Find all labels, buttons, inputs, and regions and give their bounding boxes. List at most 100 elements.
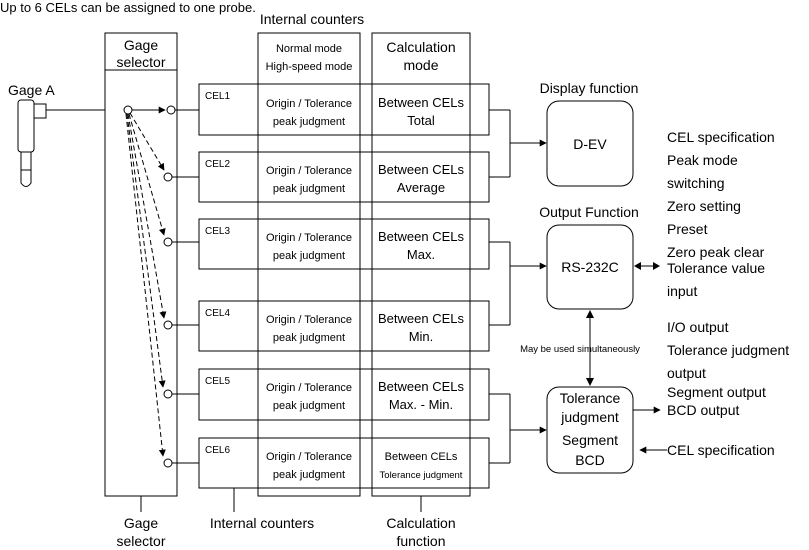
cel-id: CEL1 [205,91,230,102]
internal-counters-title: Internal counters [260,11,364,27]
right-list-1: CEL specification Peak mode switching Ze… [667,129,775,299]
cel-origin-1: Origin / Tolerance [266,314,352,326]
cel-id: CEL5 [205,376,230,387]
cel-origin-2: peak judgment [273,116,345,128]
list-item: input [667,283,697,299]
cel-id: CEL2 [205,159,230,170]
output-bus [489,109,547,464]
gage-label: Gage A [8,82,55,98]
contact-cel2 [163,172,173,182]
cel-origin-2: peak judgment [273,332,345,344]
cel-calc-1: Between CELs [378,162,464,177]
mode-right-2: mode [403,57,438,73]
gage-body [17,99,35,153]
cel-calc-2: Total [407,113,435,128]
cel-row-6: CEL6 Origin / Tolerance peak judgment Be… [172,437,490,489]
tolerance-box-line-2: judgment [560,409,619,425]
gage-selector-box [104,32,178,497]
list-item: Zero setting [667,198,741,214]
list-item: CEL specification [667,129,775,145]
cel-origin-1: Origin / Tolerance [266,165,352,177]
cel-origin-1: Origin / Tolerance [266,98,352,110]
selector-pivot [123,105,133,115]
list-item: switching [667,175,725,191]
contact-cel1 [166,105,176,115]
cel-calc-1: Between CELs [385,451,458,463]
contact-cel6 [163,458,173,468]
cel-origin-2: peak judgment [273,250,345,262]
cel-calc-2: Average [397,180,445,195]
mode-left-2: High-speed mode [266,61,353,73]
cel-id: CEL3 [205,226,230,237]
selector-label-top-1: Gage [124,37,158,53]
display-function-title: Display function [540,80,639,96]
simultaneous-label: May be used simultaneously [520,344,640,355]
list-item: Segment output [667,384,766,400]
output-function-title: Output Function [539,204,639,220]
list-item: Tolerance value [667,260,765,276]
contact-cel4 [163,320,173,330]
selector-line-cel3 [128,113,166,236]
list-item: Tolerance judgment [667,342,789,358]
cel-calc-1: Between CELs [378,311,464,326]
cel-calc-2: Max. - Min. [389,397,453,412]
contact-cel3 [163,237,173,247]
gage-stem [20,151,32,171]
bottom-calc-function-2: function [396,533,445,549]
cel-calc-1: Between CELs [378,379,464,394]
top-text: Up to 6 CELs can be assigned to one prob… [0,0,256,15]
cel-origin-1: Origin / Tolerance [266,451,352,463]
cel-id: CEL6 [205,445,230,456]
cel-row-4: CEL4 Origin / Tolerance peak judgment Be… [172,300,490,352]
selector-line-cel4 [127,113,167,319]
cel-row-5: CEL5 Origin / Tolerance peak judgment Be… [172,368,490,421]
cel-row-box [198,151,490,203]
cel-origin-2: peak judgment [273,183,345,195]
cel-origin-1: Origin / Tolerance [266,382,352,394]
cel-origin-2: peak judgment [273,400,345,412]
bottom-internal-counters: Internal counters [210,515,314,531]
mode-right-1: Calculation [386,39,455,55]
mode-left-1: Normal mode [276,43,342,55]
gage-connector [33,103,47,119]
selector-switch [123,105,176,468]
cel-row-2: CEL2 Origin / Tolerance peak judgment Be… [172,151,490,203]
right-list-3: CEL specification [667,442,775,458]
selector-label-bottom-1: Gage [124,515,158,531]
cel-calc-2: Tolerance judgment [380,470,463,481]
selector-label-bottom-2: selector [116,533,165,549]
list-item: Zero peak clear [667,244,765,260]
tolerance-box-line-4: BCD [575,452,605,468]
dev-box-label: D-EV [573,136,607,152]
list-item: Preset [667,221,708,237]
rs232c-box [546,224,634,310]
selector-line-cel5 [126,113,166,388]
bottom-calc-function-1: Calculation [386,515,455,531]
cel-calc-1: Between CELs [378,95,464,110]
tolerance-box-line-1: Tolerance [560,390,621,406]
list-item: Peak mode [667,152,738,168]
list-item: I/O output [667,319,729,335]
selector-label-top-2: selector [116,54,165,70]
cel-row-3: CEL3 Origin / Tolerance peak judgment Be… [172,218,490,270]
cel-id: CEL4 [205,308,230,319]
cel-row-1: CEL1 Origin / Tolerance peak judgment Be… [175,83,490,136]
rs232c-box-label: RS-232C [561,259,619,275]
cel-origin-2: peak judgment [273,469,345,481]
list-item: CEL specification [667,442,775,458]
list-item: BCD output [667,402,739,418]
cel-calc-1: Between CELs [378,229,464,244]
cel-calc-2: Max. [407,247,435,262]
tolerance-box-line-3: Segment [562,432,618,448]
selector-line-cel2 [129,112,165,171]
cel-calc-2: Min. [409,329,434,344]
list-item: output [667,365,706,381]
contact-cel5 [163,389,173,399]
cel-row-box [198,300,490,352]
cel-row-box [198,218,490,270]
cel-row-box [198,368,490,421]
tolerance-box [546,386,634,474]
right-list-2: I/O output Tolerance judgment output Seg… [667,319,789,418]
gage-tip [20,170,32,187]
